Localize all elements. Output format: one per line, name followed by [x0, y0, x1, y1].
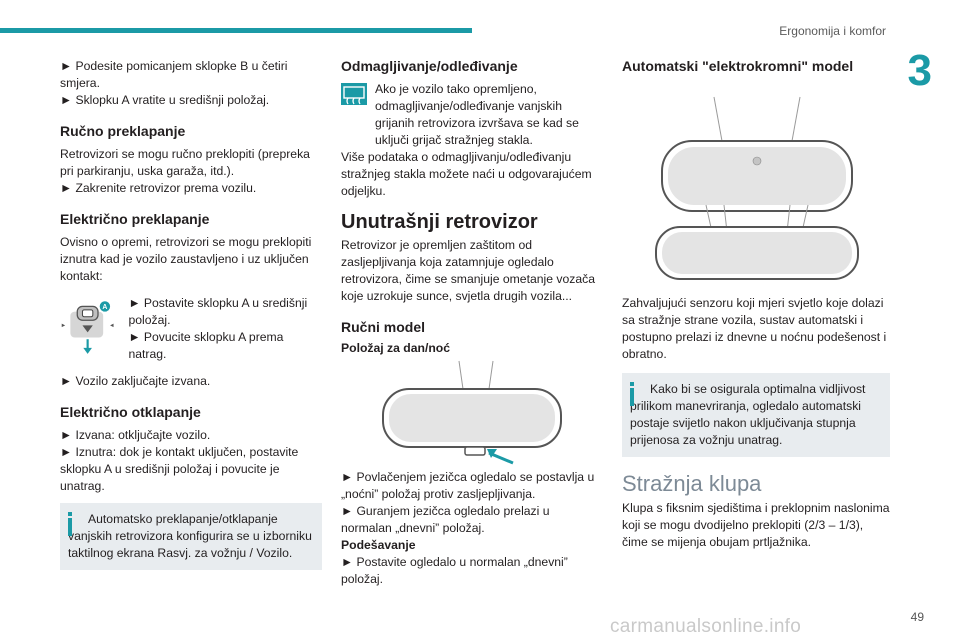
- section-title: Ergonomija i komfor: [779, 24, 886, 38]
- rear-defrost-icon: [341, 83, 367, 105]
- step-adjust-b: ► Podesite pomicanjem sklopke B u četiri…: [60, 59, 288, 90]
- adjust-step: ► Postavite ogledalo u normalan „dnevni”…: [341, 555, 568, 586]
- electric-step-1: ► Postavite sklopku A u središnji položa…: [128, 296, 308, 327]
- info-note-text: Automatsko preklapanje/otklapanje vanjsk…: [68, 512, 312, 560]
- heading-rear-bench: Stražnja klupa: [622, 471, 762, 496]
- switch-label-a: A: [102, 304, 107, 311]
- heading-adjust: Podešavanje: [341, 538, 416, 552]
- info-note-text: Kako bi se osigurala optimalna vidljivos…: [630, 382, 866, 447]
- info-note-reverse: Kako bi se osigurala optimalna vidljivos…: [622, 373, 890, 457]
- defrost-text: Ako je vozilo tako opremljeno, odmagljiv…: [375, 82, 579, 147]
- info-icon: [68, 512, 72, 536]
- electric-step-2: ► Povucite sklopku A prema natrag.: [128, 330, 284, 361]
- manual-fold-step: ► Zakrenite retrovizor prema vozilu.: [60, 181, 257, 195]
- heading-manual-fold: Ručno preklapanje: [60, 123, 186, 139]
- lock-step: ► Vozilo zaključajte izvana.: [60, 374, 211, 388]
- mirror-switch-icon: A: [61, 301, 114, 354]
- heading-manual-model: Ručni model: [341, 319, 426, 335]
- push-tab-step: ► Guranjem jezičca ogledalo prelazi u no…: [341, 504, 550, 535]
- column-1: ► Podesite pomicanjem sklopke B u četiri…: [60, 58, 322, 570]
- unfold-step-1: ► Izvana: otključajte vozilo.: [60, 428, 211, 442]
- header-accent-bar: [0, 28, 472, 33]
- step-return-a: ► Sklopku A vratite u središnji položaj.: [60, 93, 270, 107]
- unfold-step-2: ► Iznutra: dok je kontakt uključen, post…: [60, 445, 299, 493]
- info-note-folding: Automatsko preklapanje/otklapanje vanjsk…: [60, 503, 322, 570]
- heading-electric-fold: Električno preklapanje: [60, 211, 210, 227]
- info-icon: [630, 382, 634, 406]
- auto-mirror-illustration: [655, 96, 859, 280]
- page-number: 49: [910, 610, 924, 624]
- heading-day-night: Položaj za dan/noć: [341, 341, 451, 355]
- column-2: Odmagljivanje/odleđivanje Ako je vozilo …: [341, 58, 603, 588]
- column-3: Automatski "elektrokromni" model Zahvalj…: [622, 58, 890, 551]
- manual-mirror-illustration: [382, 360, 562, 465]
- rear-bench-text: Klupa s fiksnim sjedištima i preklopnim …: [622, 501, 890, 549]
- manual-fold-text: Retrovizori se mogu ručno preklopiti (pr…: [60, 147, 310, 178]
- chapter-number: 3: [907, 46, 932, 95]
- heading-auto-mirror: Automatski "elektrokromni" model: [622, 58, 854, 74]
- watermark: carmanualsonline.info: [610, 616, 802, 637]
- pull-tab-step: ► Povlačenjem jezičca ogledalo se postav…: [341, 470, 595, 501]
- heading-defrost: Odmagljivanje/odleđivanje: [341, 58, 518, 74]
- defrost-more: Više podataka o odmagljivanju/odleđivanj…: [341, 150, 592, 198]
- heading-electric-unfold: Električno otklapanje: [60, 404, 201, 420]
- inner-mirror-text: Retrovizor je opremljen zaštitom od zasl…: [341, 238, 596, 303]
- heading-inner-mirror: Unutrašnji retrovizor: [341, 211, 538, 233]
- auto-mirror-text: Zahvaljujući senzoru koji mjeri svjetlo …: [622, 296, 887, 361]
- electric-fold-text: Ovisno o opremi, retrovizori se mogu pre…: [60, 235, 312, 283]
